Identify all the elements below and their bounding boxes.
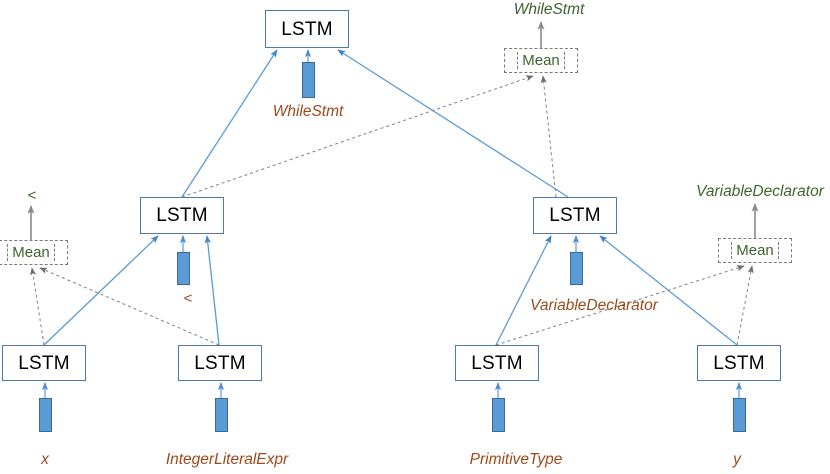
edge-child-leaf_prim-to-mid_right	[495, 235, 552, 346]
mean-pool-mean_vardec[interactable]: Mean	[718, 238, 792, 263]
lstm-cell-label: LSTM	[194, 352, 246, 374]
lstm-cell-label: LSTM	[471, 352, 523, 374]
edge-pool-mid_right-to-mean_while	[540, 75, 557, 198]
lstm-cell-leaf_x[interactable]: LSTM	[2, 345, 86, 381]
lstm-cell-label: LSTM	[18, 352, 70, 374]
prediction-label-pred_vardec: VariableDeclarator	[530, 297, 658, 314]
edge-pool-leaf_y-to-mean_vardec	[736, 265, 754, 346]
embedding-bar-bar_int	[215, 398, 228, 432]
embedding-bar-bar_x	[39, 398, 52, 432]
lstm-cell-label: LSTM	[549, 205, 601, 226]
embedding-bar-bar_y	[733, 398, 746, 432]
edge-child-leaf_x-to-mid_left	[43, 235, 159, 346]
lstm-cell-label: LSTM	[156, 205, 208, 226]
lstm-cell-label: LSTM	[281, 18, 333, 40]
pooled-label-pool_lt: <	[27, 187, 37, 204]
edge-pool-mid_left-to-mean_while	[181, 75, 534, 198]
embedding-bar-bar_mid_right	[570, 252, 583, 285]
edge-child-mid_left-to-root	[181, 49, 278, 198]
edge-child-mid_right-to-root	[337, 49, 569, 198]
mean-pool-mean_while[interactable]: Mean	[504, 48, 578, 73]
lstm-cell-leaf_y[interactable]: LSTM	[697, 345, 781, 381]
prediction-label-pred_int: IntegerLiteralExpr	[165, 451, 289, 468]
lstm-cell-label: LSTM	[713, 352, 765, 374]
mean-pool-label: Mean	[517, 51, 565, 70]
lstm-cell-mid_left[interactable]: LSTM	[140, 197, 224, 234]
pool-output-edges	[27, 21, 759, 240]
lstm-cell-leaf_int[interactable]: LSTM	[178, 345, 262, 381]
prediction-label-pred_lt: <	[183, 290, 193, 307]
embedding-bar-bar_mid_left	[177, 252, 190, 285]
edge-pool-leaf_int-to-mean_lt	[39, 267, 220, 346]
mean-pool-mean_lt[interactable]: Mean	[0, 240, 68, 265]
mean-pool-label: Mean	[7, 243, 55, 262]
edge-pool-leaf_x-to-mean_lt	[30, 267, 45, 346]
cell-to-pool-edges	[30, 75, 754, 346]
pooled-label-pool_whilestmt: WhileStmt	[513, 1, 585, 18]
edge-pool-leaf_prim-to-mean_vardec	[495, 265, 745, 346]
lstm-cell-root[interactable]: LSTM	[265, 10, 349, 48]
pooled-label-pool_vardec: VariableDeclarator	[696, 183, 824, 200]
embedding-bar-bar_prim	[492, 398, 505, 432]
prediction-label-pred_y: y	[733, 451, 741, 468]
embedding-to-cell-edges	[41, 49, 743, 398]
lstm-cell-leaf_prim[interactable]: LSTM	[455, 345, 539, 381]
prediction-label-pred_x: x	[41, 451, 49, 468]
prediction-label-pred_whilestmt: WhileStmt	[272, 103, 344, 120]
embedding-bar-bar_root	[302, 62, 315, 98]
mean-pool-label: Mean	[731, 241, 779, 260]
lstm-cell-mid_right[interactable]: LSTM	[533, 197, 617, 234]
prediction-label-pred_prim: PrimitiveType	[469, 451, 563, 468]
edge-child-leaf_int-to-mid_left	[204, 235, 220, 346]
